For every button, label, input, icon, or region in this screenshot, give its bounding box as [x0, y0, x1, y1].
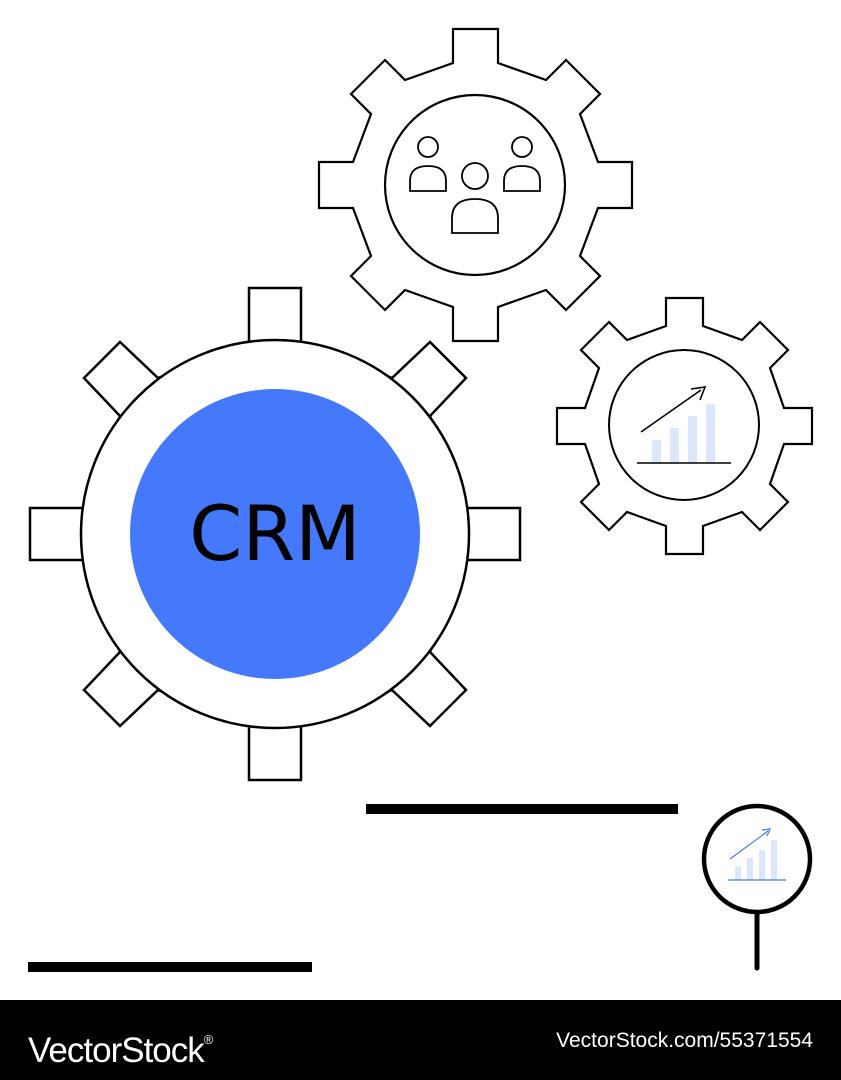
divider-line [28, 962, 312, 972]
person-right-body [503, 165, 541, 192]
chart-bar [706, 404, 715, 463]
chart-gear-icon [555, 296, 814, 556]
person-center-body [451, 198, 499, 234]
mini-chart-bar [759, 850, 765, 880]
mini-chart-trend [729, 830, 769, 860]
magnifier-icon [701, 803, 813, 971]
person-center-head [461, 162, 489, 190]
chart-bar [652, 440, 661, 463]
footer-brand: VectorStock® [28, 1018, 214, 1073]
mini-chart-bar [771, 840, 777, 880]
crm-accent-disc [130, 389, 420, 679]
footer-image-id: VectorStock.com/55371554 [556, 1029, 813, 1052]
chart-bar [670, 428, 679, 463]
chart-circle [608, 349, 760, 501]
person-left-body [409, 165, 447, 192]
crm-label: CRM [189, 489, 360, 578]
footer-bar: VectorStock® VectorStock.com/55371554 [0, 1000, 841, 1080]
registered-mark: ® [203, 1032, 214, 1047]
growth-chart-icon [637, 386, 731, 464]
magnifier-chart-icon [728, 828, 786, 881]
chart-trend-arrow [640, 389, 702, 433]
mini-chart-bar [747, 858, 753, 880]
people-group-icon [409, 136, 541, 234]
chart-arrow-head [690, 386, 707, 401]
chart-bar [688, 416, 697, 463]
crm-illustration: CRM [28, 27, 814, 972]
mini-chart-arrow-head [761, 828, 771, 837]
person-right-head [511, 136, 533, 158]
person-left-head [417, 136, 439, 158]
magnifier-lens [701, 803, 813, 915]
large-gear-icon: CRM [28, 286, 522, 782]
divider-line [366, 804, 678, 814]
brand-name: VectorStock [28, 1031, 205, 1070]
people-gear-icon [317, 27, 634, 343]
mini-chart-bar [735, 866, 741, 880]
